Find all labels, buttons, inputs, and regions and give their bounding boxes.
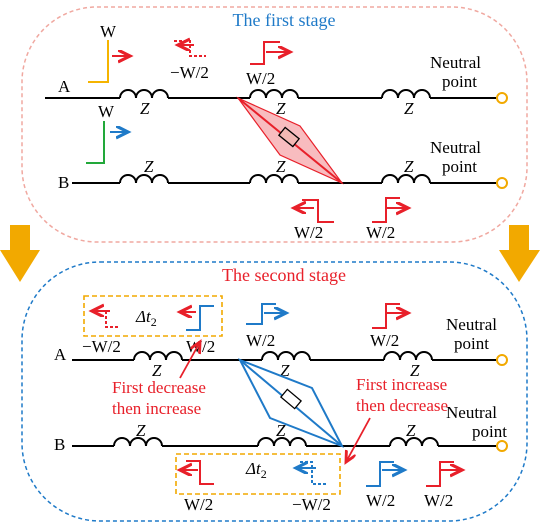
stage2-b-right-label: W/2 [424, 491, 453, 510]
stage2-a-neg-label: −W/2 [82, 337, 121, 356]
stage2-z4: Z [136, 421, 146, 440]
annotation-increase-pointer [346, 417, 371, 462]
stage2-boundary [21, 261, 528, 522]
stage2-delta-box-bottom [175, 453, 341, 495]
stage2-arrester [237, 358, 345, 448]
stage1-transmitted-wave-b-right [372, 197, 408, 223]
stage1-z6: Z [404, 157, 414, 176]
stage1-z5: Z [276, 157, 286, 176]
stage1-z1: Z [140, 99, 150, 118]
stage1-boundary [21, 6, 528, 243]
annotation-decrease-2: then increase [112, 399, 201, 418]
stage2-z1: Z [152, 361, 162, 380]
stage2-delta-bottom: Δt2 [245, 459, 267, 481]
stage2-label-a: A [54, 345, 67, 364]
annotation-increase-1: First increase [356, 375, 447, 394]
stage2-label-b: B [54, 435, 65, 454]
stage1-wave-w-a-label: W [100, 22, 117, 41]
stage2-a-right-wave [372, 303, 408, 329]
stage1-transmitted-a-label: W/2 [246, 69, 275, 88]
stage1-b-right-label: W/2 [366, 223, 395, 242]
stage2-neutral-a-2: point [454, 334, 489, 353]
stage1-z4: Z [144, 157, 154, 176]
stage2-a-right-label: W/2 [370, 331, 399, 350]
stage2-line-b [72, 437, 508, 452]
stage1-wave-w-b [86, 121, 128, 164]
stage2-title: The second stage [222, 265, 346, 285]
annotation-decrease-pointer [179, 342, 200, 379]
stage2-delta-box-top [83, 295, 223, 337]
stage1-line-a [45, 89, 508, 104]
stage1-neutral-a-1: Neutral [430, 53, 481, 72]
stage2-b-right-wave [426, 461, 462, 487]
stage2-b-blue-wave [366, 461, 404, 487]
stage1-arrester [236, 96, 344, 185]
stage2-z2: Z [280, 361, 290, 380]
stage2-b-neg-label: −W/2 [292, 495, 331, 514]
stage2-z3: Z [410, 361, 420, 380]
stage1-transmitted-wave-b-left [294, 199, 334, 223]
stage2-delta-top: Δt2 [135, 307, 157, 329]
stage2-a-blue-label: W/2 [246, 331, 275, 350]
down-arrow-right-icon [499, 225, 540, 282]
down-arrow-left-icon [0, 225, 40, 282]
stage2-neutral-b-1: Neutral [446, 403, 497, 422]
annotation-decrease-1: First decrease [112, 378, 206, 397]
stage2-b-blue-label: W/2 [366, 491, 395, 510]
stage1-neutral-a-2: point [442, 72, 477, 91]
stage2-neutral-a-1: Neutral [446, 315, 497, 334]
stage1-line-b [72, 174, 508, 189]
stage2-b-left-label: W/2 [184, 495, 213, 514]
stage1-label-b: B [58, 173, 69, 192]
stage1-wave-w-a [88, 40, 130, 83]
stage1-z2: Z [276, 99, 286, 118]
stage2-a-blue-wave [246, 303, 286, 325]
stage1-z3: Z [404, 99, 414, 118]
stage2-z6: Z [406, 421, 416, 440]
stage1-neutral-b-1: Neutral [430, 138, 481, 157]
stage2-z5: Z [276, 421, 286, 440]
stage1-label-a: A [58, 77, 71, 96]
stage1-wave-w-b-label: W [98, 102, 115, 121]
stage2-b-negative-wave [296, 462, 326, 485]
annotation-increase-2: then decrease [356, 396, 448, 415]
stage1-b-left-label: W/2 [294, 223, 323, 242]
stage2-a-pos-label: W/2 [186, 337, 215, 356]
stage2-a-negative-wave [92, 311, 118, 328]
stage2-neutral-b-2: point [472, 422, 507, 441]
stage1-neutral-b-2: point [442, 157, 477, 176]
stage2-b-left-wave [180, 460, 214, 485]
stage1-reflected-label: −W/2 [170, 63, 209, 82]
stage1-transmitted-wave-a [250, 41, 290, 65]
stage1-reflected-wave [174, 41, 206, 57]
stage2-a-positive-wave [180, 306, 214, 331]
stage2-line-a [72, 351, 508, 366]
stage1-title: The first stage [233, 10, 336, 30]
